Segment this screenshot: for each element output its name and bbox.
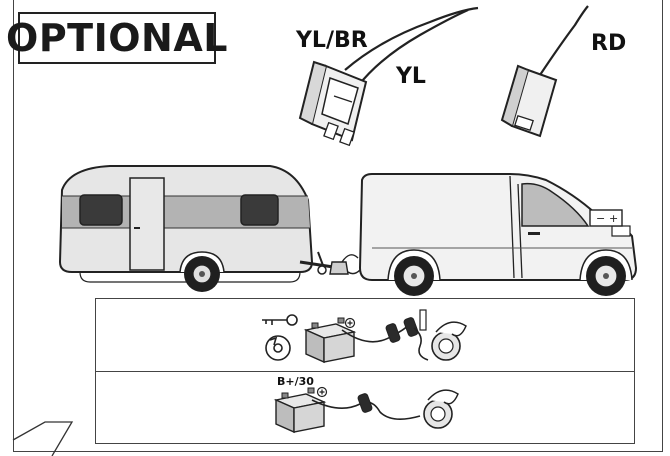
ignition-key-icon [262,315,297,325]
plus-symbol-icon [346,319,355,328]
plus-symbol-icon [318,388,327,397]
socket-icon [424,390,458,428]
fuse-holder-icon [312,393,420,419]
socket-icon [432,322,466,360]
battery-icon [276,388,324,432]
label-b-plus-30: B+/30 [277,375,314,388]
ignition-switch-icon [266,336,290,360]
fuse-holder-icon [342,310,428,360]
